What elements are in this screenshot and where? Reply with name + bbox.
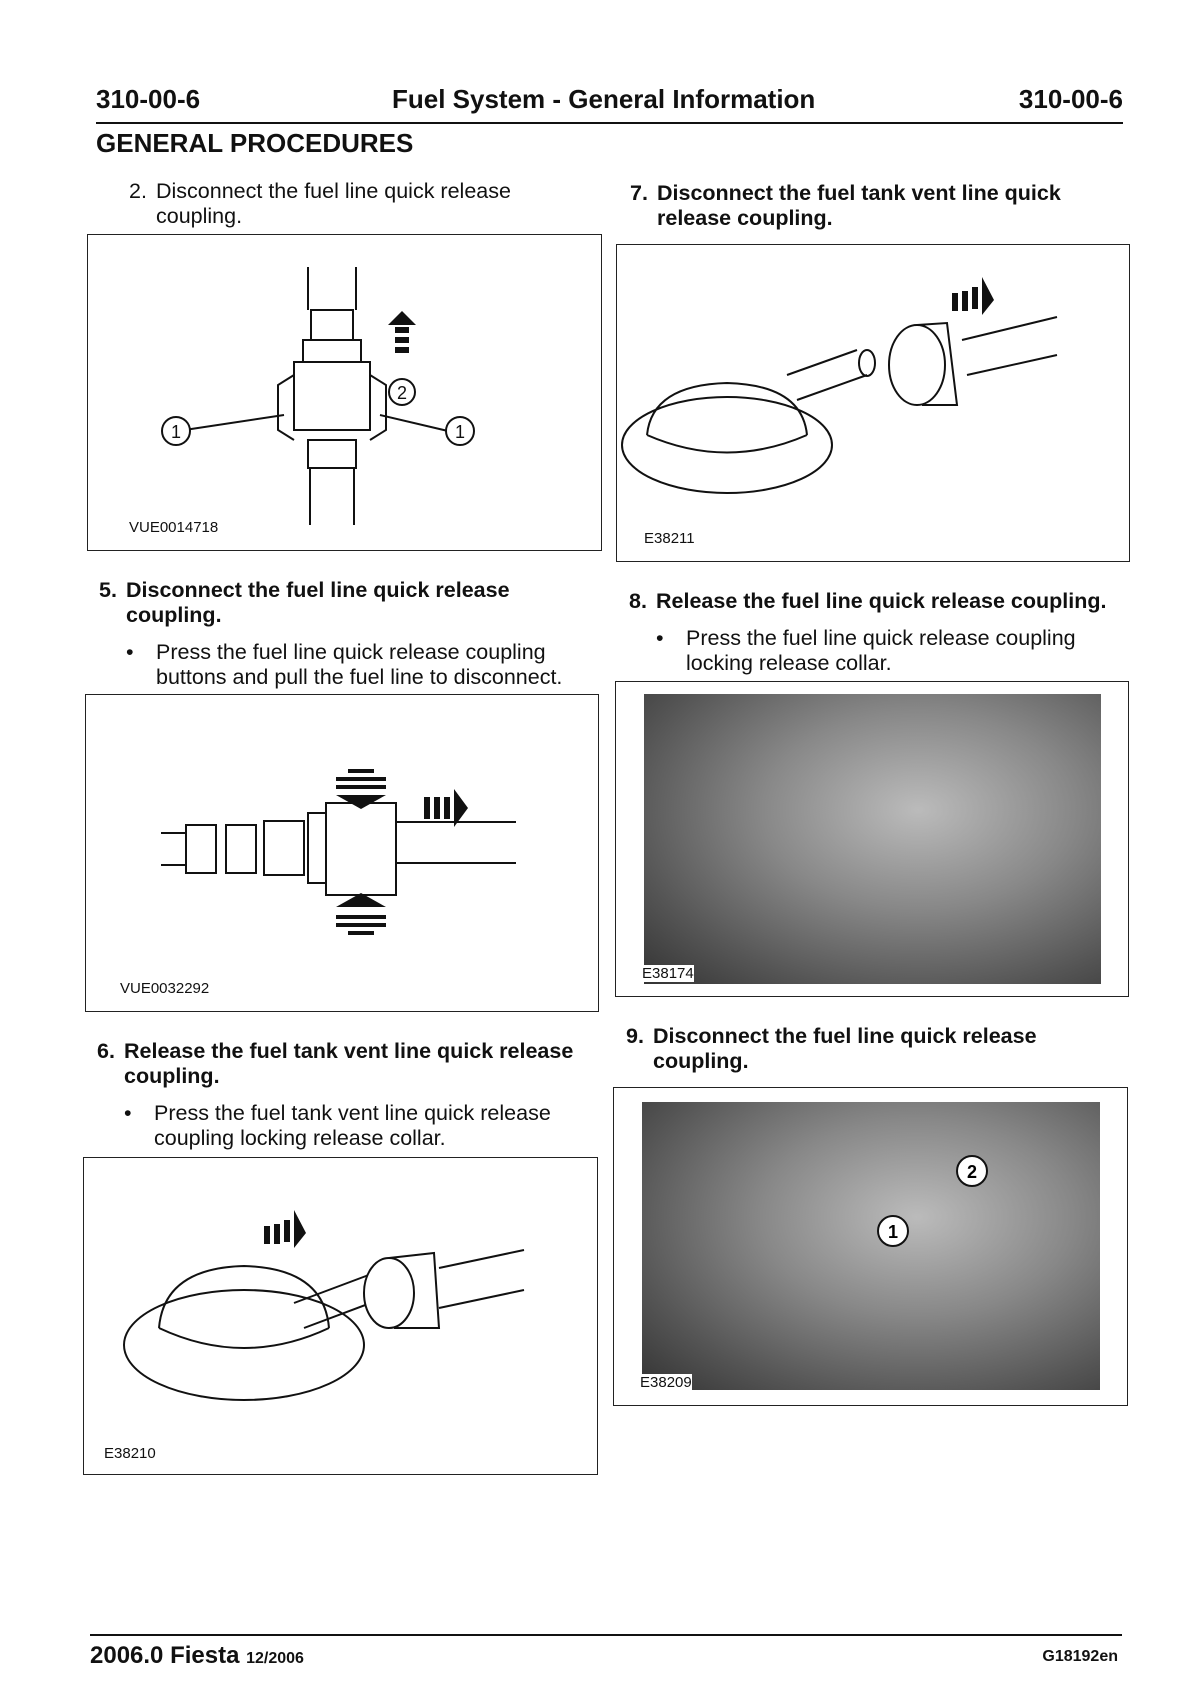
footer-code: G18192en (1042, 1648, 1118, 1665)
footer-rule (90, 1634, 1122, 1636)
footer-date: 12/2006 (246, 1650, 304, 1667)
step-5: 5. Disconnect the fuel line quick releas… (99, 578, 579, 628)
figure-e38209: 2 1 E38209 (613, 1087, 1128, 1406)
step-6: 6. Release the fuel tank vent line quick… (97, 1039, 597, 1089)
page-title: Fuel System - General Information (392, 84, 816, 114)
figure-e38174: E38174 (615, 681, 1129, 997)
callout-2: 2 (397, 383, 407, 403)
figure-code: E38211 (644, 530, 695, 547)
step-number: 9. (626, 1024, 644, 1048)
step-text: Release the fuel tank vent line quick re… (124, 1039, 574, 1088)
bullet-text: Press the fuel line quick release coupli… (156, 640, 563, 689)
figure-code: VUE0014718 (129, 519, 219, 536)
coupling-photo (642, 1102, 1100, 1390)
step-2: 2. Disconnect the fuel line quick releas… (129, 179, 549, 229)
bullet: • (126, 640, 134, 664)
callout-1: 1 (888, 1222, 898, 1242)
figure-code: E38210 (104, 1445, 156, 1462)
vent-line-disconnected-diagram (621, 277, 1058, 494)
figure-code: VUE0032292 (120, 980, 210, 997)
figure-e38210: E38210 (83, 1157, 598, 1475)
step-number: 8. (629, 589, 647, 613)
step-9: 9. Disconnect the fuel line quick releas… (626, 1024, 1106, 1074)
bullet-text: Press the fuel line quick release coupli… (686, 626, 1076, 675)
page-number-left: 310-00-6 (96, 84, 201, 114)
bullet-text: Press the fuel tank vent line quick rele… (154, 1101, 551, 1150)
vent-line-diagram (123, 1210, 525, 1401)
step-text: Disconnect the fuel line quick release c… (126, 578, 510, 627)
step-text: Release the fuel line quick release coup… (656, 589, 1107, 613)
step-number: 2. (129, 179, 147, 203)
figure-code: E38209 (640, 1374, 692, 1391)
photo-callouts: 2 1 (877, 1155, 988, 1247)
callout-2: 2 (967, 1162, 977, 1182)
callout-1: 1 (455, 422, 465, 442)
bullet: • (656, 626, 664, 650)
figure-vue0014718: 2 1 1 VUE0014718 (87, 234, 602, 551)
page-number-right: 310-00-6 (1018, 84, 1123, 114)
step-text: Disconnect the fuel line quick release c… (156, 179, 511, 228)
coupling-buttons-diagram (161, 769, 516, 935)
figure-code: E38174 (642, 965, 694, 982)
step-6-bullet: • Press the fuel tank vent line quick re… (124, 1101, 594, 1151)
step-number: 5. (99, 578, 117, 602)
coupling-diagram: 2 1 1 (161, 267, 475, 525)
step-text: Disconnect the fuel tank vent line quick… (657, 181, 1061, 230)
callout-1: 1 (171, 422, 181, 442)
step-text: Disconnect the fuel line quick release c… (653, 1024, 1037, 1073)
section-heading: GENERAL PROCEDURES (96, 128, 414, 158)
step-5-bullet: • Press the fuel line quick release coup… (126, 640, 596, 690)
step-number: 7. (630, 181, 648, 205)
coupling-photo (644, 694, 1101, 984)
step-7: 7. Disconnect the fuel tank vent line qu… (630, 181, 1110, 231)
step-number: 6. (97, 1039, 115, 1063)
header-rule (96, 122, 1123, 124)
model-year: 2006.0 Fiesta (90, 1642, 240, 1669)
step-8-bullet: • Press the fuel line quick release coup… (656, 626, 1116, 676)
bullet: • (124, 1101, 132, 1125)
footer-model: 2006.0 Fiesta 12/2006 (90, 1642, 304, 1670)
figure-e38211: E38211 (616, 244, 1130, 562)
figure-vue0032292: VUE0032292 (85, 694, 599, 1012)
step-8: 8. Release the fuel line quick release c… (629, 589, 1129, 614)
